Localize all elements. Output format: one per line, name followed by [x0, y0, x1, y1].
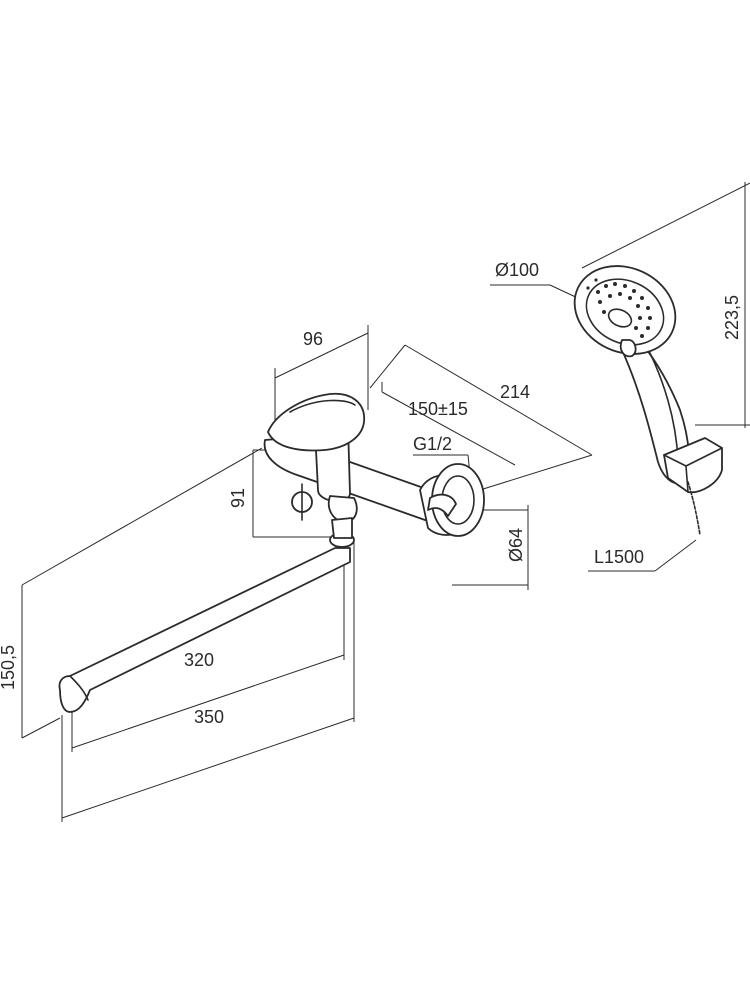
spray-nozzles: [586, 278, 652, 338]
dim-spout-320: 320: [184, 650, 214, 670]
dim-91: 91: [228, 488, 248, 508]
dim-214: 214: [500, 382, 530, 402]
dim-hose-length: L1500: [594, 547, 644, 567]
dim-96: 96: [303, 329, 323, 349]
dim-head-diameter: Ø100: [495, 260, 539, 280]
hand-shower: [573, 265, 723, 536]
dim-spacing: 150±15: [408, 399, 468, 419]
dim-thread: G1/2: [413, 434, 452, 454]
mixer-body: [263, 392, 485, 539]
dim-diameter-64: Ø64: [506, 528, 526, 562]
spout: [58, 532, 355, 713]
dim-spout-350: 350: [194, 707, 224, 727]
dimension-lines: [21, 182, 750, 822]
dim-150-5: 150,5: [0, 645, 18, 690]
dimension-labels: 96 214 150±15 G1/2 91 Ø64 150,5 320 350 …: [0, 260, 742, 727]
dim-head-height: 223,5: [722, 295, 742, 340]
